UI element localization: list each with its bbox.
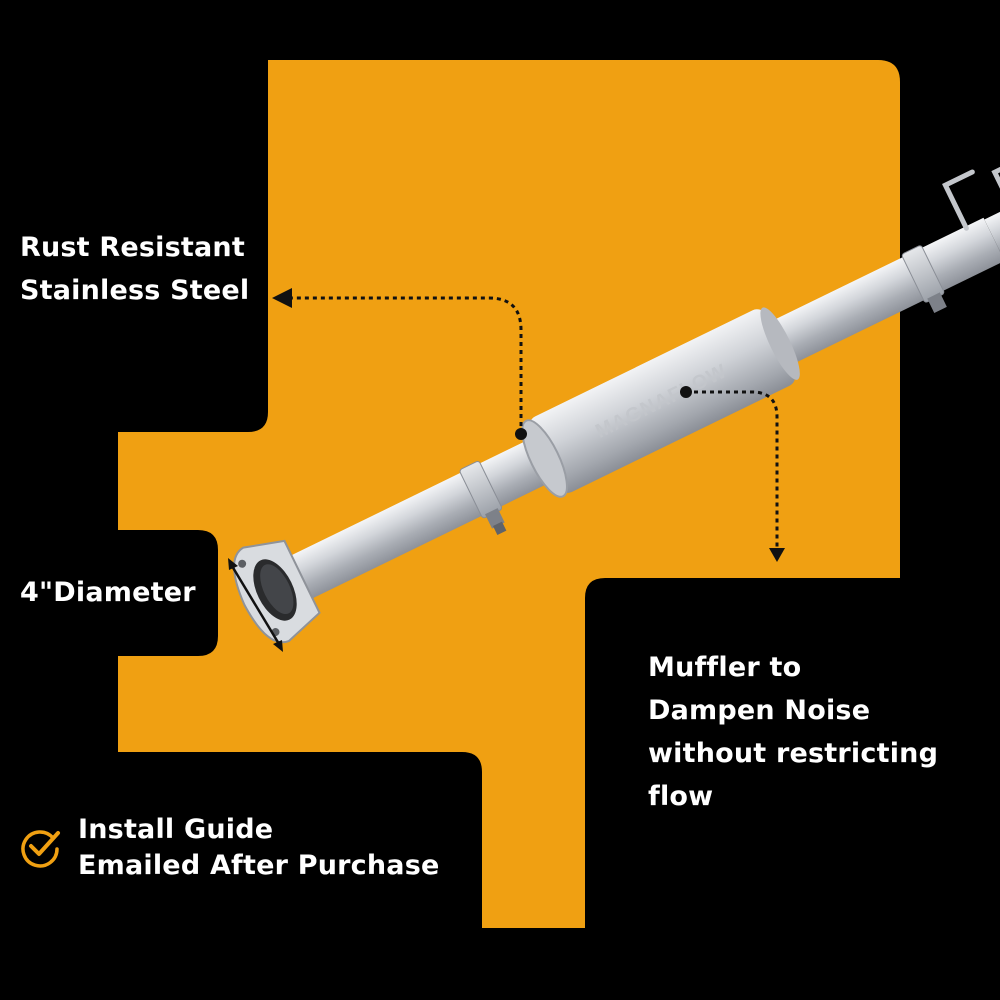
check-circle-icon bbox=[21, 830, 60, 868]
install-label-line2: Emailed After Purchase bbox=[78, 850, 440, 881]
muffler-leader-line bbox=[680, 386, 785, 562]
install-label-line1: Install Guide bbox=[78, 814, 274, 845]
muffler-label-line3: without restricting bbox=[648, 738, 939, 769]
diameter-label: 4"Diameter bbox=[20, 571, 196, 614]
diameter-arrow bbox=[228, 558, 283, 652]
muffler-label-line4: flow bbox=[648, 781, 714, 812]
install-guide-label: Install Guide Emailed After Purchase bbox=[78, 812, 439, 884]
muffler-body bbox=[529, 309, 796, 493]
muffler-label: Muffler to Dampen Noise without restrict… bbox=[648, 646, 938, 818]
diameter-label-text: 4"Diameter bbox=[20, 577, 196, 608]
pipe-clamp bbox=[459, 461, 507, 535]
inlet-flange bbox=[233, 539, 321, 644]
exhaust-pipe-assembly: MAGNAFLOW bbox=[233, 152, 1000, 644]
pipe-clamp-far bbox=[901, 245, 947, 313]
rust-resistant-label: Rust Resistant Stainless Steel bbox=[20, 226, 249, 312]
rust-leader-line bbox=[272, 288, 527, 440]
rust-label-line1: Rust Resistant bbox=[20, 232, 245, 263]
muffler-label-line2: Dampen Noise bbox=[648, 695, 871, 726]
muffler-label-line1: Muffler to bbox=[648, 652, 802, 683]
rust-label-line2: Stainless Steel bbox=[20, 275, 250, 306]
